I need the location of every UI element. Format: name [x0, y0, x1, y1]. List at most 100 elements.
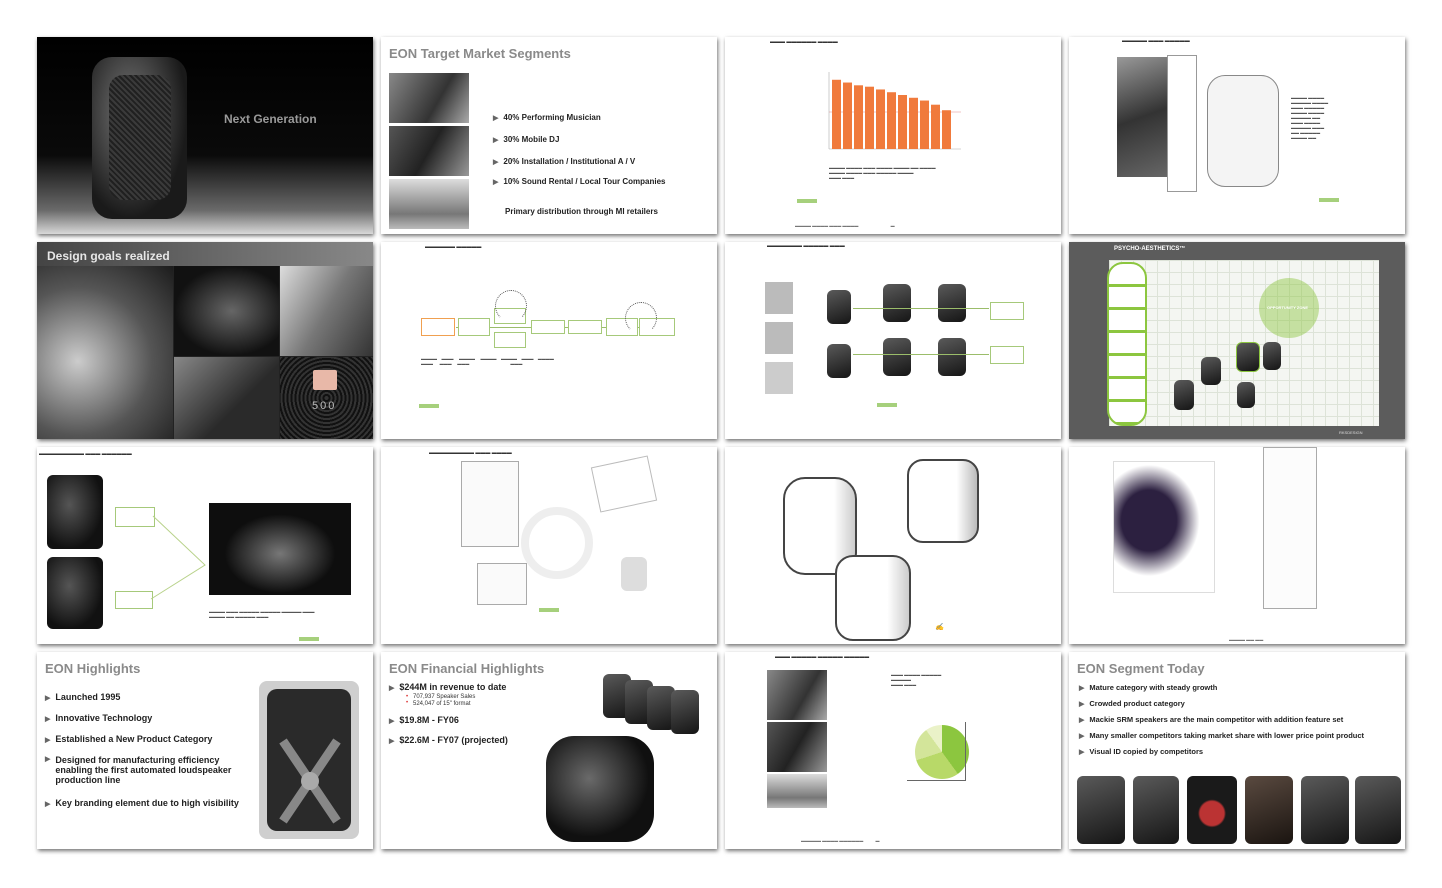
chart-bar — [931, 104, 940, 149]
loop-arc — [495, 290, 527, 322]
marker-sketch — [1113, 461, 1215, 593]
page-footer: ▬▬▬▬▬ ▬▬▬▬ ▬▬▬▬▬▬ ▬ — [801, 838, 880, 843]
slide-segment-today[interactable]: EON Segment Today ▶Mature category with … — [1069, 652, 1405, 849]
bullet-item: ▶30% Mobile DJ — [493, 135, 560, 144]
bullet-item: ▶Established a New Product Category — [45, 734, 213, 744]
bullet-item: ▶Visual ID copied by competitors — [1079, 747, 1204, 756]
header-bar — [37, 242, 373, 266]
bar-chart — [828, 72, 961, 150]
sketch-frame — [1263, 447, 1317, 609]
wireframe-sketch — [477, 563, 527, 605]
bullet-item: ▶Launched 1995 — [45, 692, 121, 702]
bullet-item: ▶20% Installation / Institutional A / V — [493, 157, 636, 166]
slide-heading-small: ▬▬▬▬▬▬▬▬▬ ▬▬▬ ▬▬▬▬ — [429, 450, 512, 456]
slide-marker-sketches[interactable]: ▬▬▬▬ ▬▬ ▬▬ — [1069, 447, 1405, 644]
tall-frame — [1167, 55, 1197, 192]
sub-bullet: 524,047 of 15" format — [413, 701, 471, 707]
detail-photo-top — [174, 266, 279, 356]
concept-photo-bottom — [47, 557, 103, 629]
opportunity-zone-label: OPPORTUNITY ZONE — [1267, 305, 1309, 310]
flow-box — [421, 318, 455, 336]
competitor-speaker — [1263, 342, 1281, 370]
slide-design-goals[interactable]: 500 Design goals realized — [37, 242, 373, 439]
slide-financial-highlights[interactable]: EON Financial Highlights ▶$244M in reven… — [381, 652, 717, 849]
competitor-speaker — [1077, 776, 1125, 844]
slide-heading-small: ▬▬▬ ▬▬▬▬▬▬ ▬▬▬▬ — [770, 39, 838, 45]
slide-development-concepts[interactable]: ▬▬▬▬▬▬▬▬▬ ▬▬▬ ▬▬▬▬▬▬ ▬▬▬▬ ▬▬▬ ▬▬▬▬▬ ▬▬▬▬… — [37, 447, 373, 644]
competitor-speaker — [1174, 380, 1194, 410]
slide-bar-chart[interactable]: ▬▬▬ ▬▬▬▬▬▬ ▬▬▬▬ ▬▬▬▬ ▬▬▬▬ ▬▬▬ ▬▬▬▬ ▬▬▬▬ … — [725, 37, 1061, 234]
chart-bar — [909, 97, 918, 149]
connector-lines — [150, 515, 206, 600]
chart-bar — [843, 82, 852, 149]
slide-target-segments-pie[interactable]: ▬▬▬ ▬▬▬▬▬ ▬▬▬▬▬ ▬▬▬▬▬ ▬▬▬ ▬▬▬▬ ▬▬▬▬▬▬▬▬▬… — [725, 652, 1061, 849]
photo-musician — [389, 73, 469, 123]
bullet-item: ▶$244M in revenue to date — [389, 682, 507, 692]
slide-title-next-generation: Next Generation — [224, 112, 317, 126]
competitor-speaker — [1187, 776, 1237, 844]
flow-box — [458, 318, 490, 336]
competitor-speaker — [1236, 342, 1260, 372]
slide-target-market[interactable]: EON Target Market Segments ▶40% Performi… — [381, 37, 717, 234]
concept-box — [990, 346, 1024, 364]
sub-bullet: 707,937 Speaker Sales — [413, 694, 476, 700]
chart-bar — [920, 100, 929, 149]
speaker-back-frame — [267, 689, 351, 831]
slide-pen-sketches[interactable]: ✍ — [725, 447, 1061, 644]
flow-box — [531, 320, 565, 334]
bullet-item: ▶Crowded product category — [1079, 699, 1185, 708]
chart-bar — [942, 110, 951, 149]
signature: ✍ — [935, 624, 944, 631]
slide-process-flow[interactable]: ▬▬▬▬▬▬ ▬▬▬▬▬ ▬▬▬▬ ▬▬▬ ▬▬▬▬ ▬▬▬▬ ▬▬▬▬ ▬▬▬… — [381, 242, 717, 439]
bullet-item: ▶Mackie SRM speakers are the main compet… — [1079, 715, 1344, 724]
concept-render — [209, 503, 351, 595]
loop-arc — [625, 302, 657, 334]
slide-sketch-features[interactable]: ▬▬▬▬▬ ▬▬▬ ▬▬▬▬▬ ▬▬▬▬ ▬▬▬▬▬▬▬▬▬ ▬▬▬▬▬▬▬ ▬… — [1069, 37, 1405, 234]
photo-installation — [767, 774, 827, 808]
concept-thumb — [765, 282, 793, 314]
slide-heading-small: ▬▬▬ ▬▬▬▬▬ ▬▬▬▬▬ ▬▬▬▬▬ — [775, 654, 870, 660]
chart-bar — [865, 86, 874, 149]
circle-diagram — [521, 507, 593, 579]
psycho-title: PSYCHO-AESTHETICS™ — [1114, 246, 1186, 252]
concept-line — [853, 354, 989, 355]
slide-heading-small: ▬▬▬▬▬ ▬▬▬ ▬▬▬▬▬ — [1122, 38, 1190, 44]
page-footer: ▬▬▬▬ ▬▬ ▬▬ — [1229, 637, 1264, 642]
sub-bullet-dot: •• — [406, 694, 409, 706]
slide-wireframe-sketches[interactable]: ▬▬▬▬▬▬▬▬▬ ▬▬▬ ▬▬▬▬ — [381, 447, 717, 644]
page-footer: ▬▬▬▬ ▬▬▬▬ ▬▬▬ ▬▬▬▬ ▬ — [795, 223, 895, 228]
slide-psycho-aesthetics[interactable]: PSYCHO-AESTHETICS™ OPPORTUNITY ZONE RKSD… — [1069, 242, 1405, 439]
product-speaker — [647, 686, 675, 730]
slide-heading-small: ▬▬▬▬▬▬▬▬▬ ▬▬▬ ▬▬▬▬▬▬ — [39, 451, 132, 457]
slide-eon-highlights[interactable]: EON Highlights ▶Launched 1995 ▶Innovativ… — [37, 652, 373, 849]
concept-speaker — [938, 284, 966, 322]
photo-dj — [767, 722, 827, 772]
product-speaker — [671, 690, 699, 734]
psycho-row-labels — [1107, 262, 1147, 426]
concept-speaker — [883, 338, 911, 376]
opportunity-zone — [1259, 278, 1319, 338]
slide-concept-rounds[interactable]: ▬▬▬▬▬▬▬ ▬▬▬▬▬ ▬▬▬ — [725, 242, 1061, 439]
flow-notes: ▬▬▬▬ ▬▬▬ ▬▬▬▬ ▬▬▬▬ ▬▬▬▬ ▬▬▬ ▬▬▬▬▬▬▬ ▬▬▬ … — [421, 356, 554, 366]
competitor-speaker — [1301, 776, 1349, 844]
badge-number: 500 — [312, 400, 337, 412]
concept-note-box — [115, 591, 153, 609]
detail-photo-handle — [37, 266, 173, 439]
competitor-speaker — [1237, 382, 1255, 408]
photo-installation — [389, 179, 469, 229]
wireframe-sketch — [461, 461, 519, 547]
competitor-speaker — [1355, 776, 1401, 844]
flow-box — [494, 332, 526, 348]
concept-thumb — [765, 362, 793, 394]
speaker-sketch — [835, 555, 911, 641]
concept-speaker — [827, 290, 851, 324]
wireframe-sketch — [590, 455, 658, 513]
chart-bar — [898, 95, 907, 149]
green-tag — [877, 403, 897, 407]
speaker-sketch — [907, 459, 979, 543]
speaker-back-photo — [259, 681, 359, 839]
chart-bar — [887, 92, 896, 149]
slide-next-generation[interactable]: Next Generation — [37, 37, 373, 234]
bullet-item: ▶40% Performing Musician — [493, 113, 601, 122]
bullet-item: ▶Designed for manufacturing efficiency e… — [45, 755, 232, 785]
